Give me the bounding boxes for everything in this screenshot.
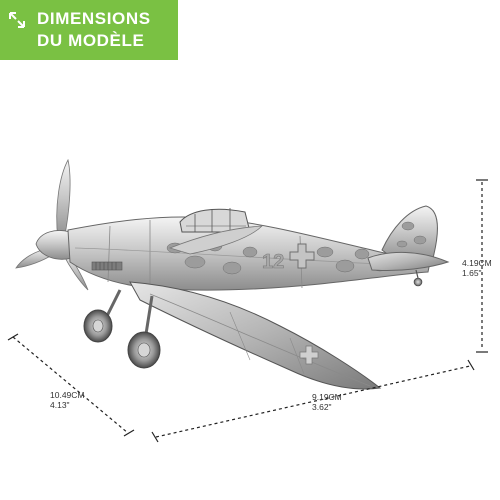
main-wing [129, 281, 382, 390]
header-title-line2: DU MODÈLE [37, 31, 145, 50]
height-dimension-line [476, 179, 488, 353]
width-dimension-line [7, 333, 135, 437]
width-dimension-label: 10.49CM 4.13" [50, 390, 85, 410]
height-dimension-label: 4.19CM 1.65" [462, 258, 492, 278]
length-dimension-line [151, 359, 475, 443]
expand-arrows-icon [9, 12, 25, 28]
height-metric: 4.19CM [462, 258, 492, 268]
header-banner: DIMENSIONS DU MODÈLE [0, 0, 178, 60]
tail-fin [381, 205, 438, 263]
tail-number: 12 [262, 251, 284, 273]
length-metric: 9.19CM [312, 392, 342, 402]
height-imperial: 1.65" [462, 268, 482, 278]
landing-gear [83, 289, 161, 369]
header-title-line1: DIMENSIONS [37, 9, 151, 28]
length-dimension-label: 9.19CM 3.62" [312, 392, 342, 412]
fuselage-cross [289, 243, 315, 269]
propeller [15, 158, 89, 291]
canopy [179, 208, 251, 233]
length-imperial: 3.62" [312, 402, 332, 412]
width-imperial: 4.13" [50, 400, 70, 410]
width-metric: 10.49CM [50, 390, 85, 400]
